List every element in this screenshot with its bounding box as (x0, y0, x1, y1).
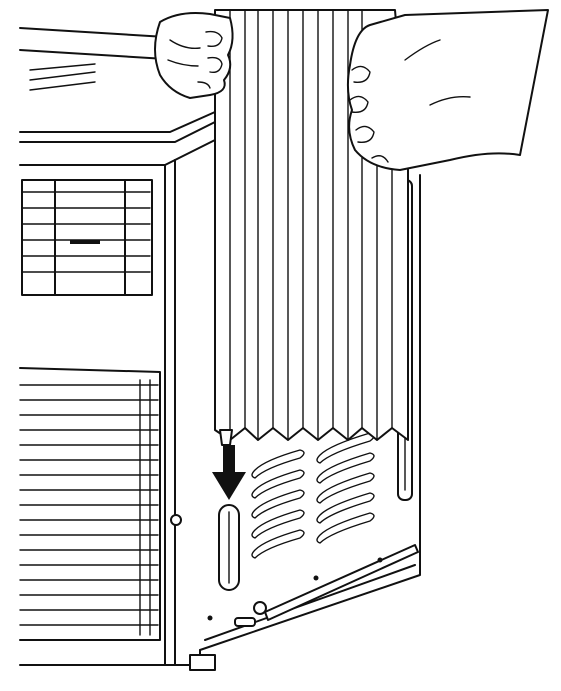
down-arrow-icon (212, 445, 246, 500)
left-hand (154, 12, 234, 99)
right-hand (346, 9, 549, 171)
side-vent-louvers (251, 432, 375, 559)
upper-vent-grille (21, 179, 153, 296)
lower-intake-grille (19, 367, 182, 641)
curtain-slot (218, 504, 240, 591)
